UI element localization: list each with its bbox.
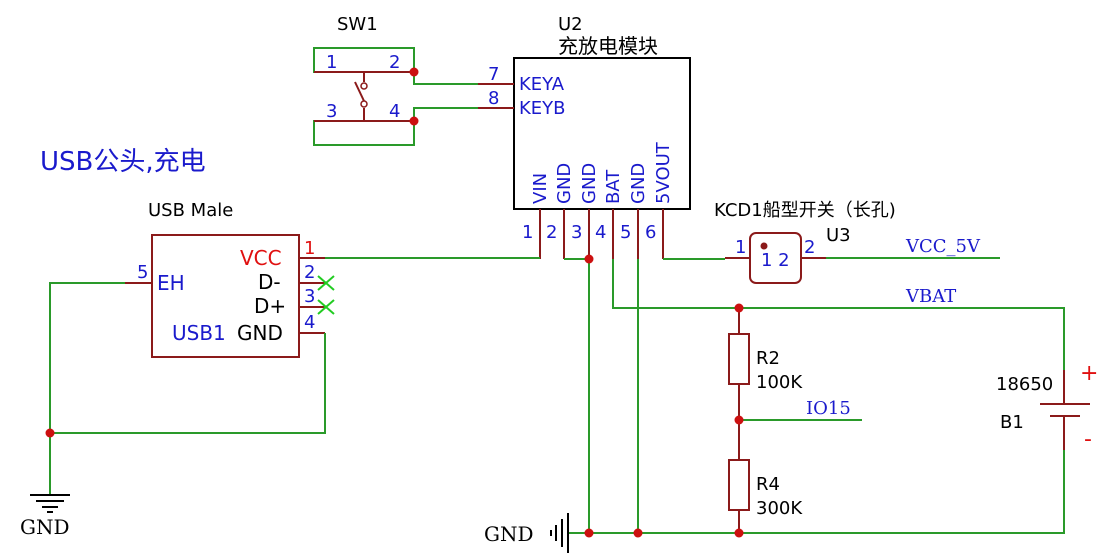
- schematic-heading: USB公头,充电: [40, 147, 206, 177]
- net-label-vbat[interactable]: VBAT: [905, 286, 956, 307]
- u3-ref: U3: [826, 225, 851, 246]
- b1-ref: B1: [1000, 412, 1024, 433]
- u2-pin8-num: 8: [488, 88, 499, 109]
- u2-pin2-num: 2: [546, 222, 557, 243]
- sw1-pin4: 4: [389, 101, 400, 122]
- r2-resistor[interactable]: R2 100K: [728, 308, 803, 420]
- usb-pin3-num: 3: [304, 286, 315, 307]
- r2-body: [728, 333, 750, 385]
- u2-pin3-num: 3: [571, 222, 582, 243]
- usb-pin3-name: D+: [254, 294, 286, 318]
- u2-pin7-name: KEYA: [519, 74, 565, 95]
- u3-boat-switch[interactable]: KCD1船型开关（长孔) U3 1 2 1 2: [714, 200, 896, 284]
- sw1-ref: SW1: [337, 14, 378, 35]
- usb-body: [151, 234, 300, 358]
- u2-pin8-name: KEYB: [519, 98, 566, 119]
- u2-pin1-name: VIN: [530, 173, 551, 204]
- usb-pin4-num: 4: [304, 312, 315, 333]
- usb-ref: USB1: [172, 321, 226, 345]
- u2-pin2-name: GND: [554, 163, 575, 204]
- usb-pin5-name: EH: [157, 271, 185, 295]
- wires: [49, 72, 1065, 534]
- gnd-symbol-left: [30, 494, 70, 513]
- r4-ref: R4: [756, 474, 780, 495]
- usb-pin4-name: GND: [237, 321, 283, 345]
- u2-pin3-name: GND: [579, 163, 600, 204]
- sw1-switch[interactable]: SW1 1 2 3 4: [313, 14, 415, 146]
- b1-value: 18650: [996, 374, 1053, 395]
- usb-pin2-name: D-: [258, 270, 281, 294]
- sw1-pin1: 1: [326, 52, 337, 73]
- u3-body-label: 1 2: [761, 250, 790, 271]
- u2-pin6-name: 5VOUT: [653, 141, 674, 204]
- u2-pin4-num: 4: [595, 222, 606, 243]
- usb-value: USB Male: [148, 200, 233, 221]
- usb-pin1-name: VCC: [240, 246, 282, 270]
- r2-ref: R2: [756, 348, 780, 369]
- u2-charge-module[interactable]: U2 充放电模块 7 8 KEYA KEYB 1 2 3 4 5 6 VIN G…: [478, 14, 691, 259]
- u3-value: KCD1船型开关（长孔): [714, 200, 896, 221]
- b1-plus: +: [1080, 361, 1098, 386]
- r4-resistor[interactable]: R4 300K: [728, 420, 803, 533]
- u2-body: [513, 57, 691, 210]
- usb-male-connector[interactable]: USB Male 1 2 3 4 5 VCC D- D+ GND EH USB1: [125, 200, 335, 358]
- r4-value: 300K: [756, 498, 803, 519]
- gnd-symbol-bottom: [550, 513, 569, 553]
- net-label-vcc5v[interactable]: VCC_5V: [905, 236, 981, 257]
- sw1-pin2: 2: [389, 52, 400, 73]
- u2-pin6-num: 6: [645, 222, 656, 243]
- u2-pin5-num: 5: [620, 222, 631, 243]
- u2-value: 充放电模块: [558, 34, 658, 58]
- u3-pin1: 1: [735, 237, 746, 258]
- u3-pin2: 2: [804, 237, 815, 258]
- b1-battery[interactable]: 18650 B1 + -: [996, 361, 1098, 452]
- gnd-label-bottom: GND: [484, 522, 534, 546]
- sw1-body-bottom: [313, 120, 415, 146]
- u2-pin4-name: BAT: [603, 169, 624, 204]
- sw1-pin3: 3: [326, 101, 337, 122]
- u2-pin1-num: 1: [522, 222, 533, 243]
- u2-pin5-name: GND: [628, 163, 649, 204]
- usb-pin5-num: 5: [137, 262, 148, 283]
- r4-body: [728, 459, 750, 511]
- u2-pin7-num: 7: [488, 64, 499, 85]
- no-connect-d-plus: [317, 299, 335, 315]
- b1-minus: -: [1084, 427, 1092, 452]
- usb-pin1-num: 1: [304, 238, 315, 259]
- net-label-io15[interactable]: IO15: [806, 398, 851, 419]
- no-connect-d-minus: [317, 275, 335, 291]
- gnd-label-left: GND: [20, 515, 70, 539]
- r2-value: 100K: [756, 372, 803, 393]
- junctions: [45, 67, 744, 538]
- u2-ref: U2: [558, 14, 583, 35]
- usb-pin2-num: 2: [304, 262, 315, 283]
